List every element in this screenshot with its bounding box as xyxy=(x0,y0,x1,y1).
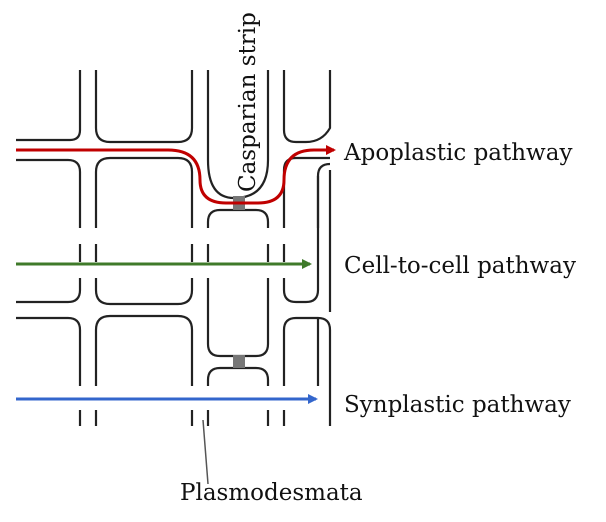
synplastic-pathway-label: Synplastic pathway xyxy=(344,392,571,418)
plasmodesmata-gaps-upper xyxy=(78,244,286,262)
casparian-strip-label: Casparian strip xyxy=(235,12,261,192)
casparian-strip-lower xyxy=(233,355,245,368)
plasmodesmata-pointer xyxy=(202,419,209,485)
cell-row-fourth xyxy=(16,314,332,426)
plasmodesmata-gaps-lower xyxy=(78,410,286,426)
apoplastic-pathway-arrow xyxy=(16,145,336,205)
cell-row-second xyxy=(16,156,331,228)
apoplastic-pathway-label: Apoplastic pathway xyxy=(343,140,572,166)
cell-to-cell-pathway-label: Cell-to-cell pathway xyxy=(344,253,576,279)
plasmodesmata-label: Plasmodesmata xyxy=(180,480,363,506)
